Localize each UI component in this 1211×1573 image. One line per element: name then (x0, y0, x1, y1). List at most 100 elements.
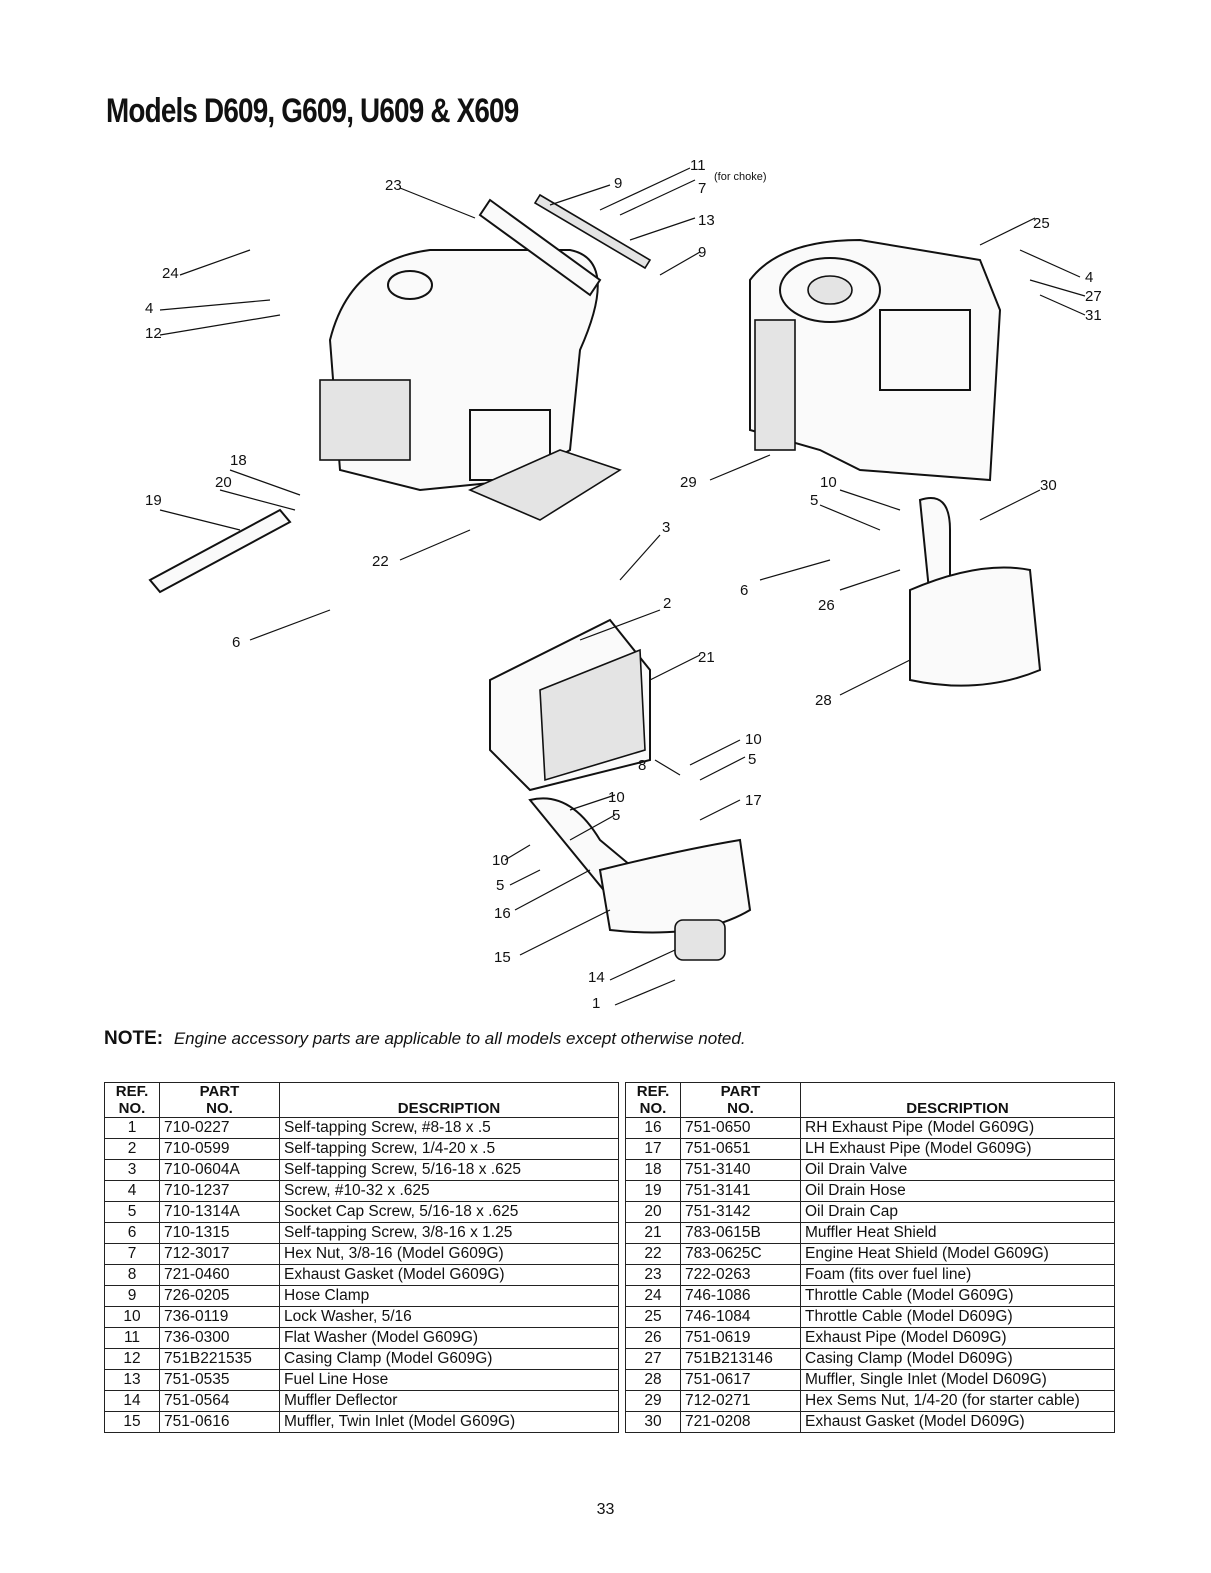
ref-no-cell: 20 (625, 1201, 681, 1223)
ref-no-cell: 23 (625, 1264, 681, 1286)
description-cell: Self-tapping Screw, #8-18 x .5 (279, 1117, 619, 1139)
callout-27: 27 (1085, 288, 1102, 305)
engine-g609-illustration (319, 249, 622, 521)
part-no-cell: 751-3140 (680, 1159, 801, 1181)
ref-no-cell: 16 (625, 1117, 681, 1139)
description-cell: Exhaust Pipe (Model D609G) (800, 1327, 1115, 1349)
part-no-cell: 751B221535 (159, 1348, 280, 1370)
callout-10b: 10 (745, 731, 762, 748)
description-cell: Oil Drain Valve (800, 1159, 1115, 1181)
ref-no-cell: 17 (625, 1138, 681, 1160)
part-no-cell: 751-0535 (159, 1369, 280, 1391)
ref-no-cell: 5 (104, 1201, 160, 1223)
description-cell: Flat Washer (Model G609G) (279, 1327, 619, 1349)
callout-23: 23 (385, 177, 402, 194)
callout-19: 19 (145, 492, 162, 509)
ref-no-cell: 10 (104, 1306, 160, 1328)
part-no-cell: 712-3017 (159, 1243, 280, 1265)
ref-no-cell: 2 (104, 1138, 160, 1160)
description-header: DESCRIPTION (279, 1082, 619, 1118)
exploded-parts-diagram: 23 9 11 (for choke) 7 13 9 25 4 27 31 24… (145, 157, 1102, 1010)
ref-no-cell: 28 (625, 1369, 681, 1391)
ref-no-header: REF.NO. (625, 1082, 681, 1118)
callout-leader-lines (159, 167, 1086, 1006)
foam-fuel-line-illustration (478, 193, 652, 297)
part-no-cell: 751-0619 (680, 1327, 801, 1349)
ref-no-cell: 9 (104, 1285, 160, 1307)
callout-28: 28 (815, 692, 832, 709)
part-no-cell: 736-0119 (159, 1306, 280, 1328)
ref-no-cell: 7 (104, 1243, 160, 1265)
part-no-cell: 751B213146 (680, 1348, 801, 1370)
part-no-cell: 721-0208 (680, 1411, 801, 1433)
callout-25: 25 (1033, 215, 1050, 232)
part-no-cell: 751-0616 (159, 1411, 280, 1433)
part-no-cell: 751-0564 (159, 1390, 280, 1412)
ref-no-cell: 22 (625, 1243, 681, 1265)
callout-13: 13 (698, 212, 715, 229)
callout-10c: 10 (608, 789, 625, 806)
part-no-cell: 751-0617 (680, 1369, 801, 1391)
page-title: Models D609, G609, U609 & X609 (106, 92, 519, 130)
callout-26: 26 (818, 597, 835, 614)
ref-no-cell: 8 (104, 1264, 160, 1286)
ref-no-header: REF.NO. (104, 1082, 160, 1118)
description-cell: Throttle Cable (Model G609G) (800, 1285, 1115, 1307)
callout-6b: 6 (740, 582, 748, 599)
callout-22: 22 (372, 553, 389, 570)
callout-1: 1 (592, 995, 600, 1010)
part-no-cell: 710-0227 (159, 1117, 280, 1139)
ref-no-cell: 27 (625, 1348, 681, 1370)
ref-no-cell: 18 (625, 1159, 681, 1181)
description-cell: Hex Sems Nut, 1/4-20 (for starter cable) (800, 1390, 1115, 1412)
ref-no-cell: 15 (104, 1411, 160, 1433)
callout-11: 11 (690, 157, 706, 174)
part-no-cell: 726-0205 (159, 1285, 280, 1307)
engine-d609-illustration (749, 238, 1002, 482)
ref-no-cell: 26 (625, 1327, 681, 1349)
ref-no-cell: 25 (625, 1306, 681, 1328)
description-cell: Screw, #10-32 x .625 (279, 1180, 619, 1202)
description-cell: LH Exhaust Pipe (Model G609G) (800, 1138, 1115, 1160)
part-no-cell: 783-0625C (680, 1243, 801, 1265)
twin-inlet-muffler-illustration (528, 797, 752, 961)
part-no-cell: 751-3142 (680, 1201, 801, 1223)
description-cell: Exhaust Gasket (Model D609G) (800, 1411, 1115, 1433)
note-label: NOTE: (104, 1028, 164, 1049)
engine-accessory-note: NOTE: Engine accessory parts are applica… (104, 1028, 746, 1050)
ref-no-cell: 6 (104, 1222, 160, 1244)
part-no-cell: 721-0460 (159, 1264, 280, 1286)
ref-no-cell: 14 (104, 1390, 160, 1412)
part-no-cell: 712-0271 (680, 1390, 801, 1412)
description-cell: Exhaust Gasket (Model G609G) (279, 1264, 619, 1286)
description-cell: Self-tapping Screw, 3/8-16 x 1.25 (279, 1222, 619, 1244)
description-cell: Fuel Line Hose (279, 1369, 619, 1391)
part-no-cell: 710-1237 (159, 1180, 280, 1202)
description-cell: Engine Heat Shield (Model G609G) (800, 1243, 1115, 1265)
part-no-cell: 710-0599 (159, 1138, 280, 1160)
ref-no-cell: 21 (625, 1222, 681, 1244)
part-no-cell: 736-0300 (159, 1327, 280, 1349)
callout-10d: 10 (492, 852, 509, 869)
callout-31: 31 (1085, 307, 1102, 324)
